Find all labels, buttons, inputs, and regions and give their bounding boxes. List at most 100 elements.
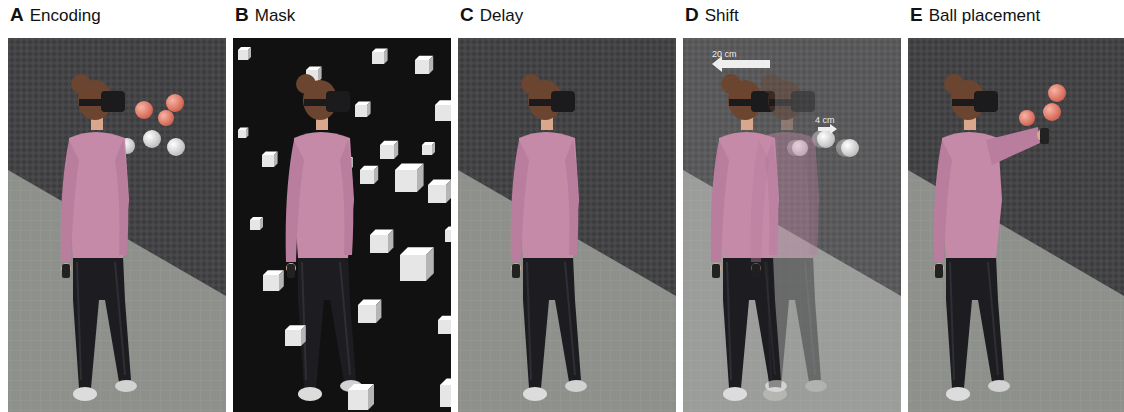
mask-cube <box>445 226 451 242</box>
participant-figure <box>934 74 1049 401</box>
figure-part <box>388 230 393 253</box>
participant-figure <box>286 74 362 401</box>
figure-part <box>318 66 322 82</box>
mask-background <box>233 38 451 412</box>
figure-part <box>751 140 769 262</box>
figure-part <box>952 99 976 106</box>
figure-part <box>445 230 451 242</box>
mask-cube <box>415 56 433 74</box>
figure-part <box>523 387 547 401</box>
figure-part <box>115 380 137 392</box>
panel-letter: A <box>10 4 24 25</box>
figure-part <box>250 220 260 230</box>
figure-part <box>432 142 435 155</box>
distance-label: 20 cm <box>712 50 737 59</box>
participant-figure <box>511 74 587 401</box>
red-ball <box>135 101 153 119</box>
figure-part <box>435 100 451 105</box>
figure-part <box>348 390 368 410</box>
figure-part <box>415 60 429 74</box>
figure-part <box>298 256 356 388</box>
mask-cube <box>435 100 451 121</box>
panel-letter: D <box>685 4 699 25</box>
figure-part <box>974 91 998 112</box>
figure-part <box>986 127 1040 165</box>
figure-panel: E Ball placement <box>910 4 1124 28</box>
panel-heading: DShift <box>685 4 903 26</box>
figure-part <box>248 47 251 60</box>
figure-part <box>326 91 350 112</box>
figure-part <box>246 128 248 138</box>
figure-part <box>446 180 451 203</box>
mask-cube <box>348 384 374 410</box>
figure-part <box>511 140 529 262</box>
figure-part <box>294 132 354 258</box>
fade-veil <box>683 38 901 412</box>
figure-part <box>428 185 446 203</box>
figure-part <box>935 264 943 278</box>
mask-cube <box>428 180 451 203</box>
figure-part <box>260 217 263 230</box>
figure-part <box>711 140 729 262</box>
figure-part <box>372 52 384 64</box>
panel-illustration <box>458 38 676 412</box>
figure-part <box>69 132 129 258</box>
figure-panel: DShift <box>685 4 903 28</box>
mask-cube <box>250 217 263 230</box>
figure-part <box>988 380 1010 392</box>
shift-arrow <box>818 124 837 134</box>
mask-cube <box>380 141 398 159</box>
mask-cube <box>422 142 435 155</box>
figure-part <box>529 99 553 106</box>
panel-title: Delay <box>480 6 523 25</box>
figure-part <box>551 91 575 112</box>
mask-cube <box>238 128 248 138</box>
figure-part <box>763 387 787 401</box>
panel-illustration <box>908 38 1124 412</box>
wall <box>683 38 901 412</box>
figure-part <box>360 170 374 184</box>
mask-cube <box>372 48 388 64</box>
mask-cube <box>395 163 424 192</box>
white-ball <box>841 139 859 157</box>
figure-part <box>262 155 274 167</box>
panel-heading: BMask <box>235 4 453 26</box>
figure-part <box>565 380 587 392</box>
panel-heading: E Ball placement <box>910 4 1124 26</box>
mask-cube <box>360 166 378 184</box>
figure-part <box>805 380 827 392</box>
figure-part <box>426 247 434 281</box>
red-ball <box>166 94 184 112</box>
mask-cube <box>440 378 451 407</box>
participant-figure <box>61 74 137 401</box>
figure-part <box>395 170 417 192</box>
figure-part <box>445 226 451 230</box>
white-ball <box>817 130 835 148</box>
figure-part <box>79 99 103 106</box>
figure-part <box>565 140 578 255</box>
figure-part <box>77 262 125 380</box>
figure-part <box>301 325 306 346</box>
figure-part <box>302 262 350 380</box>
red-ball <box>158 110 174 126</box>
mask-cube <box>438 316 451 334</box>
panel-letter: C <box>460 4 474 25</box>
figure-part <box>440 385 451 407</box>
panel-letter: E <box>910 4 923 25</box>
figure-part <box>512 264 520 278</box>
panel-title: Ball placement <box>929 6 1041 25</box>
figure-part <box>287 264 295 278</box>
figure-part <box>355 105 367 117</box>
panel-title: Mask <box>255 6 296 25</box>
figure-part <box>304 99 328 106</box>
figure-part <box>422 145 432 155</box>
figure-part <box>435 105 451 121</box>
figure-part <box>367 101 371 117</box>
panel-illustration <box>683 38 901 412</box>
mask-cube <box>370 230 393 253</box>
figure-part <box>376 300 381 323</box>
figure-part <box>340 140 353 255</box>
figure-part <box>429 56 433 74</box>
figure-part <box>394 141 398 159</box>
